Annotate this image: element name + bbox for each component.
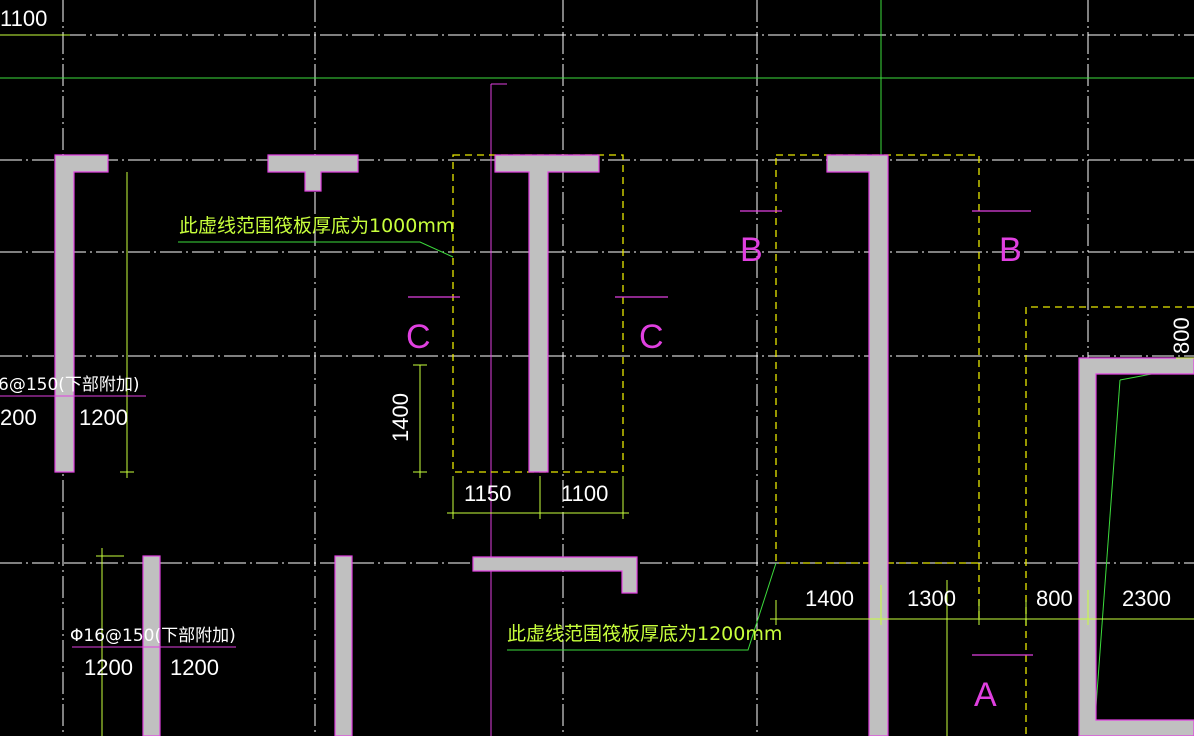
shear-walls bbox=[54, 154, 1194, 736]
section-mark-a: A bbox=[974, 676, 997, 714]
dim-bottom-1200a: 1200 bbox=[84, 655, 133, 680]
dim-left-2: 1200 bbox=[79, 405, 128, 430]
wall-t-center bbox=[494, 154, 600, 473]
wall-bottom-L bbox=[472, 556, 638, 594]
dim-vertical-1400: 1400 bbox=[388, 393, 413, 442]
dim-bottom-1200b: 1200 bbox=[170, 655, 219, 680]
wall-bottom-1 bbox=[142, 555, 161, 736]
wall-bottom-2 bbox=[334, 555, 353, 736]
section-mark-c-right: C bbox=[639, 318, 664, 356]
rebar-lines bbox=[0, 395, 236, 648]
rebar-note-bottom: Φ16@150(下部附加) bbox=[70, 626, 236, 646]
dim-row-800: 800 bbox=[1036, 586, 1073, 611]
dim-vertical-800: 800 bbox=[1169, 317, 1194, 354]
section-mark-b-left: B bbox=[740, 231, 763, 269]
dimension-lines bbox=[0, 34, 1194, 736]
dim-row-1300: 1300 bbox=[907, 586, 956, 611]
wall-box-right bbox=[1078, 357, 1194, 736]
dim-row-1400: 1400 bbox=[805, 586, 854, 611]
wall-left-L bbox=[54, 154, 109, 473]
wall-right-L bbox=[826, 154, 889, 736]
note-leaders bbox=[178, 241, 777, 651]
dim-pair-1150: 1150 bbox=[464, 481, 511, 506]
wall-t-small bbox=[267, 154, 359, 192]
section-mark-lines bbox=[408, 210, 1033, 656]
rebar-note-left: 6@150(下部附加) bbox=[0, 375, 140, 395]
dim-pair-1100: 1100 bbox=[561, 481, 608, 506]
dim-left-1: 200 bbox=[0, 405, 37, 430]
dim-top-left: 1100 bbox=[0, 6, 47, 31]
note-raft-1200: 此虚线范围筏板厚底为1200mm bbox=[507, 623, 782, 645]
section-mark-b-right: B bbox=[999, 231, 1022, 269]
note-raft-1000: 此虚线范围筏板厚底为1000mm bbox=[179, 215, 454, 237]
magenta-line bbox=[490, 83, 507, 736]
section-mark-c-left: C bbox=[406, 318, 431, 356]
dim-row-2300: 2300 bbox=[1122, 586, 1171, 611]
